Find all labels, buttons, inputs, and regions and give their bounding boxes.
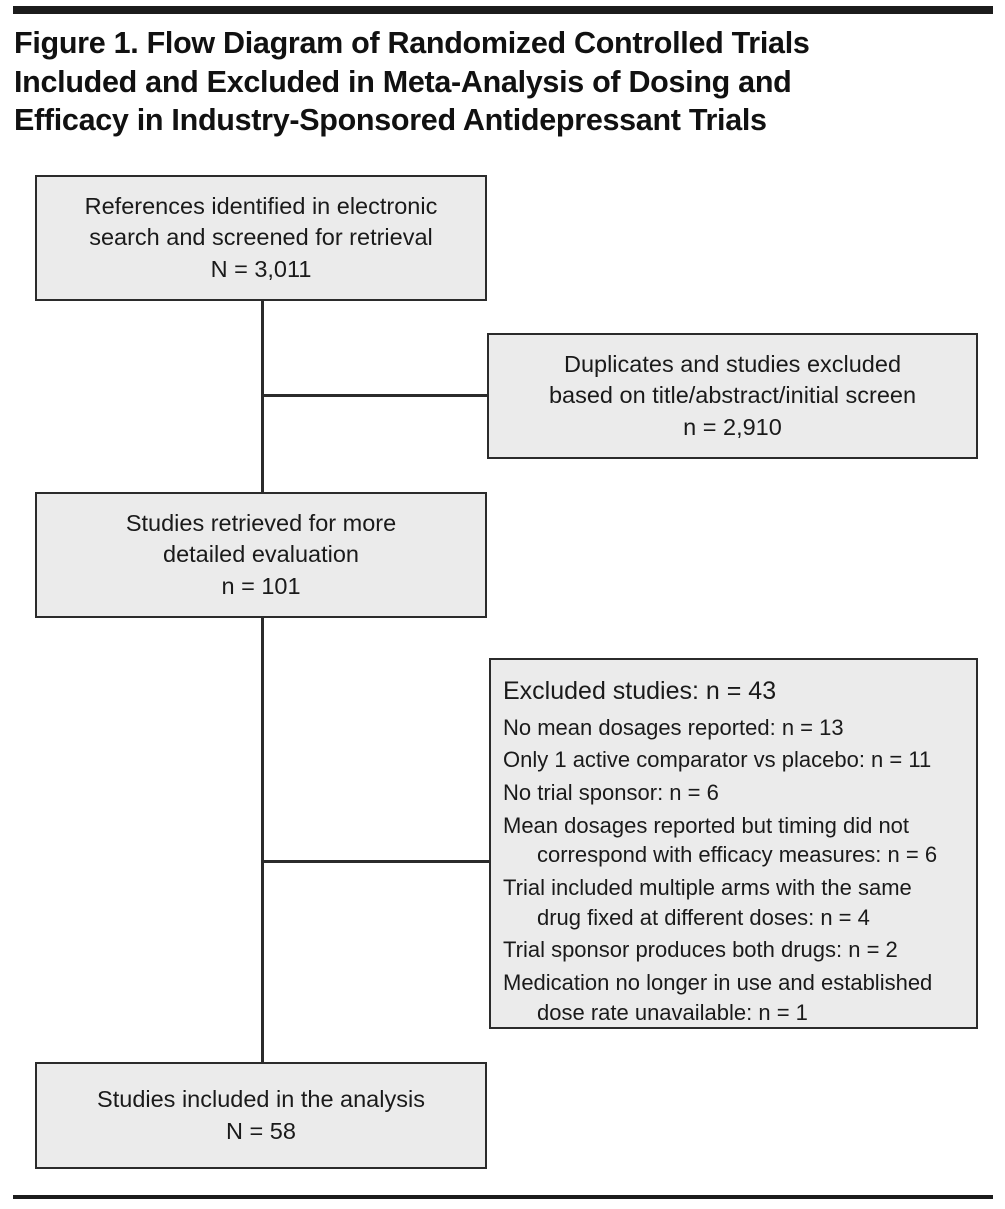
connector-branch-to-duplicates [261, 394, 489, 397]
excluded-reason-line-a: Trial included multiple arms with the sa… [503, 874, 912, 900]
excluded-reason-item: Trial sponsor produces both drugs: n = 2 [503, 937, 898, 963]
excluded-reason-line-b: correspond with efficacy measures: n = 6 [537, 842, 938, 868]
excluded-reason-item: No mean dosages reported: n = 13 [503, 714, 844, 740]
excluded-reason-item: Trial included multiple arms with the sa… [503, 873, 966, 932]
excluded-reason-line-a: Mean dosages reported but timing did not [503, 812, 910, 838]
references-line-1: References identified in electronic [84, 193, 438, 220]
excluded-reason-item: Only 1 active comparator vs placebo: n =… [503, 747, 932, 773]
excluded-reason-line-b: drug fixed at different doses: n = 4 [537, 904, 870, 930]
included-line-1: Studies included in the analysis [97, 1086, 425, 1113]
flow-node-references-identified: References identified in electronic sear… [35, 175, 487, 301]
retrieved-line-2: detailed evaluation [163, 541, 359, 568]
title-line-2: Included and Excluded in Meta-Analysis o… [14, 64, 792, 99]
flow-node-excluded-studies: Excluded studies: n = 43 No mean dosages… [489, 658, 978, 1029]
excluded-reason-line-a: Medication no longer in use and establis… [503, 970, 933, 995]
title-line-1: Figure 1. Flow Diagram of Randomized Con… [14, 26, 810, 60]
connector-retrieved-to-included [261, 618, 264, 1062]
connector-branch-to-excluded [261, 860, 491, 863]
flow-node-studies-included: Studies included in the analysis N = 58 [35, 1062, 487, 1169]
flow-node-studies-retrieved: Studies retrieved for more detailed eval… [35, 492, 487, 618]
excluded-reason-item: Mean dosages reported but timing did not… [503, 811, 966, 870]
duplicates-line-1: Duplicates and studies excluded [563, 351, 902, 378]
duplicates-count: n = 2,910 [683, 413, 782, 440]
retrieved-count: n = 101 [221, 572, 301, 599]
excluded-heading: Excluded studies: n = 43 [503, 677, 777, 705]
bottom-divider-rule [13, 1195, 993, 1199]
excluded-reason-line-b: dose rate unavailable: n = 1 [537, 999, 808, 1025]
excluded-reason-item: Medication no longer in use and establis… [503, 968, 966, 1027]
title-line-3: Efficacy in Industry-Sponsored Antidepre… [14, 103, 767, 138]
references-count: N = 3,011 [210, 255, 312, 282]
top-divider-rule [13, 6, 993, 14]
page-title: Figure 1. Flow Diagram of Randomized Con… [14, 24, 934, 140]
included-count: N = 58 [226, 1117, 296, 1144]
excluded-reason-item: No trial sponsor: n = 6 [503, 779, 719, 805]
flow-node-duplicates-excluded: Duplicates and studies excluded based on… [487, 333, 978, 459]
duplicates-line-2: based on title/abstract/initial screen [548, 382, 917, 409]
retrieved-line-1: Studies retrieved for more [125, 510, 397, 537]
references-line-2: search and screened for retrieval [89, 224, 433, 251]
